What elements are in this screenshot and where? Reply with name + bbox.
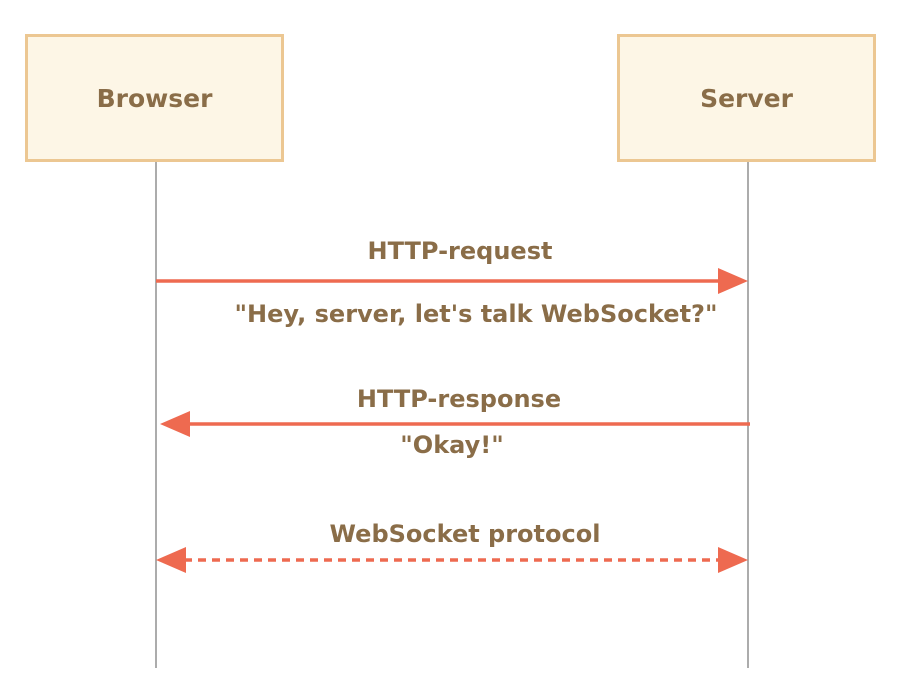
server-actor-label: Server [700, 83, 793, 113]
server-actor-box: Server [617, 34, 876, 162]
browser-actor-box: Browser [25, 34, 284, 162]
request-label: HTTP-request [367, 237, 553, 265]
browser-actor-label: Browser [96, 83, 213, 113]
response-label: HTTP-response [356, 385, 562, 413]
protocol-label: WebSocket protocol [329, 520, 601, 548]
request-arrow [156, 268, 748, 294]
response-arrow [160, 411, 750, 437]
request-text: "Hey, server, let's talk WebSocket?" [234, 300, 718, 328]
response-text: "Okay!" [400, 431, 504, 459]
protocol-arrow [156, 547, 748, 573]
